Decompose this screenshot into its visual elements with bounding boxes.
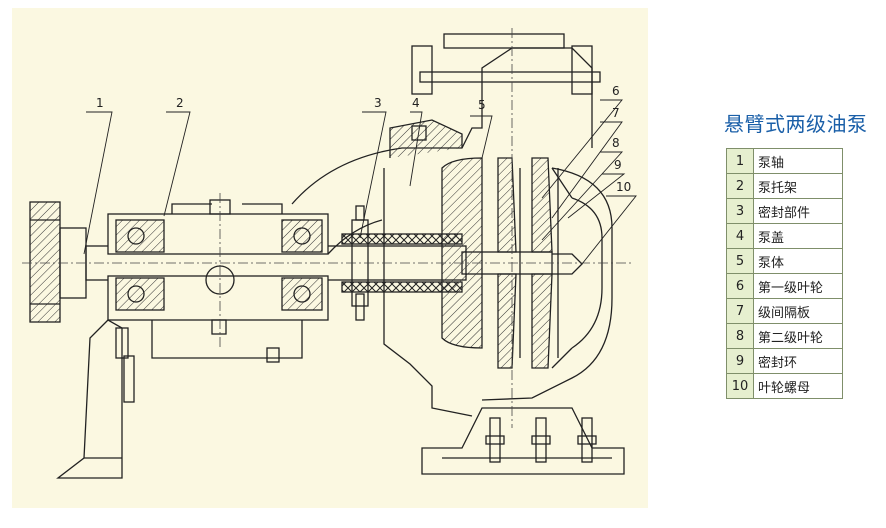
callout-2: 2 (176, 96, 184, 110)
bearing-bracket (107, 147, 432, 359)
part-name: 叶轮螺母 (753, 373, 843, 399)
part-number: 8 (726, 323, 754, 349)
part-number: 9 (726, 348, 754, 374)
centerlines (22, 28, 632, 428)
callout-8: 8 (612, 136, 620, 150)
base-bolts (485, 417, 597, 463)
part-name: 级间隔板 (753, 298, 843, 324)
part-number: 4 (726, 223, 754, 249)
part-name: 密封部件 (753, 198, 843, 224)
part-name: 泵托架 (753, 173, 843, 199)
impellers (497, 157, 583, 369)
support-foot (56, 319, 280, 479)
callout-7: 7 (612, 106, 620, 120)
pump-body (383, 47, 625, 475)
callout-10: 10 (616, 180, 632, 194)
part-number: 5 (726, 248, 754, 274)
callout-6: 6 (612, 84, 620, 98)
part-number: 6 (726, 273, 754, 299)
part-name: 泵盖 (753, 223, 843, 249)
coupling (29, 201, 87, 323)
part-number: 10 (726, 373, 754, 399)
leader-lines (83, 99, 637, 265)
callout-3: 3 (374, 96, 382, 110)
discharge-flange (411, 33, 601, 95)
pump-cross-section-svg (22, 28, 637, 479)
part-name: 泵轴 (753, 148, 843, 174)
pump-cross-section-drawing: 1 2 3 4 5 6 7 8 9 10 (12, 8, 648, 508)
callout-4: 4 (412, 96, 420, 110)
callout-5: 5 (478, 98, 486, 112)
part-name: 第一级叶轮 (753, 273, 843, 299)
part-number: 2 (726, 173, 754, 199)
part-name: 泵体 (753, 248, 843, 274)
part-number: 1 (726, 148, 754, 174)
callout-9: 9 (614, 158, 622, 172)
part-number: 3 (726, 198, 754, 224)
part-name: 第二级叶轮 (753, 323, 843, 349)
callout-1: 1 (96, 96, 104, 110)
diagram-title: 悬臂式两级油泵 (724, 112, 868, 136)
part-name: 密封环 (753, 348, 843, 374)
part-number: 7 (726, 298, 754, 324)
